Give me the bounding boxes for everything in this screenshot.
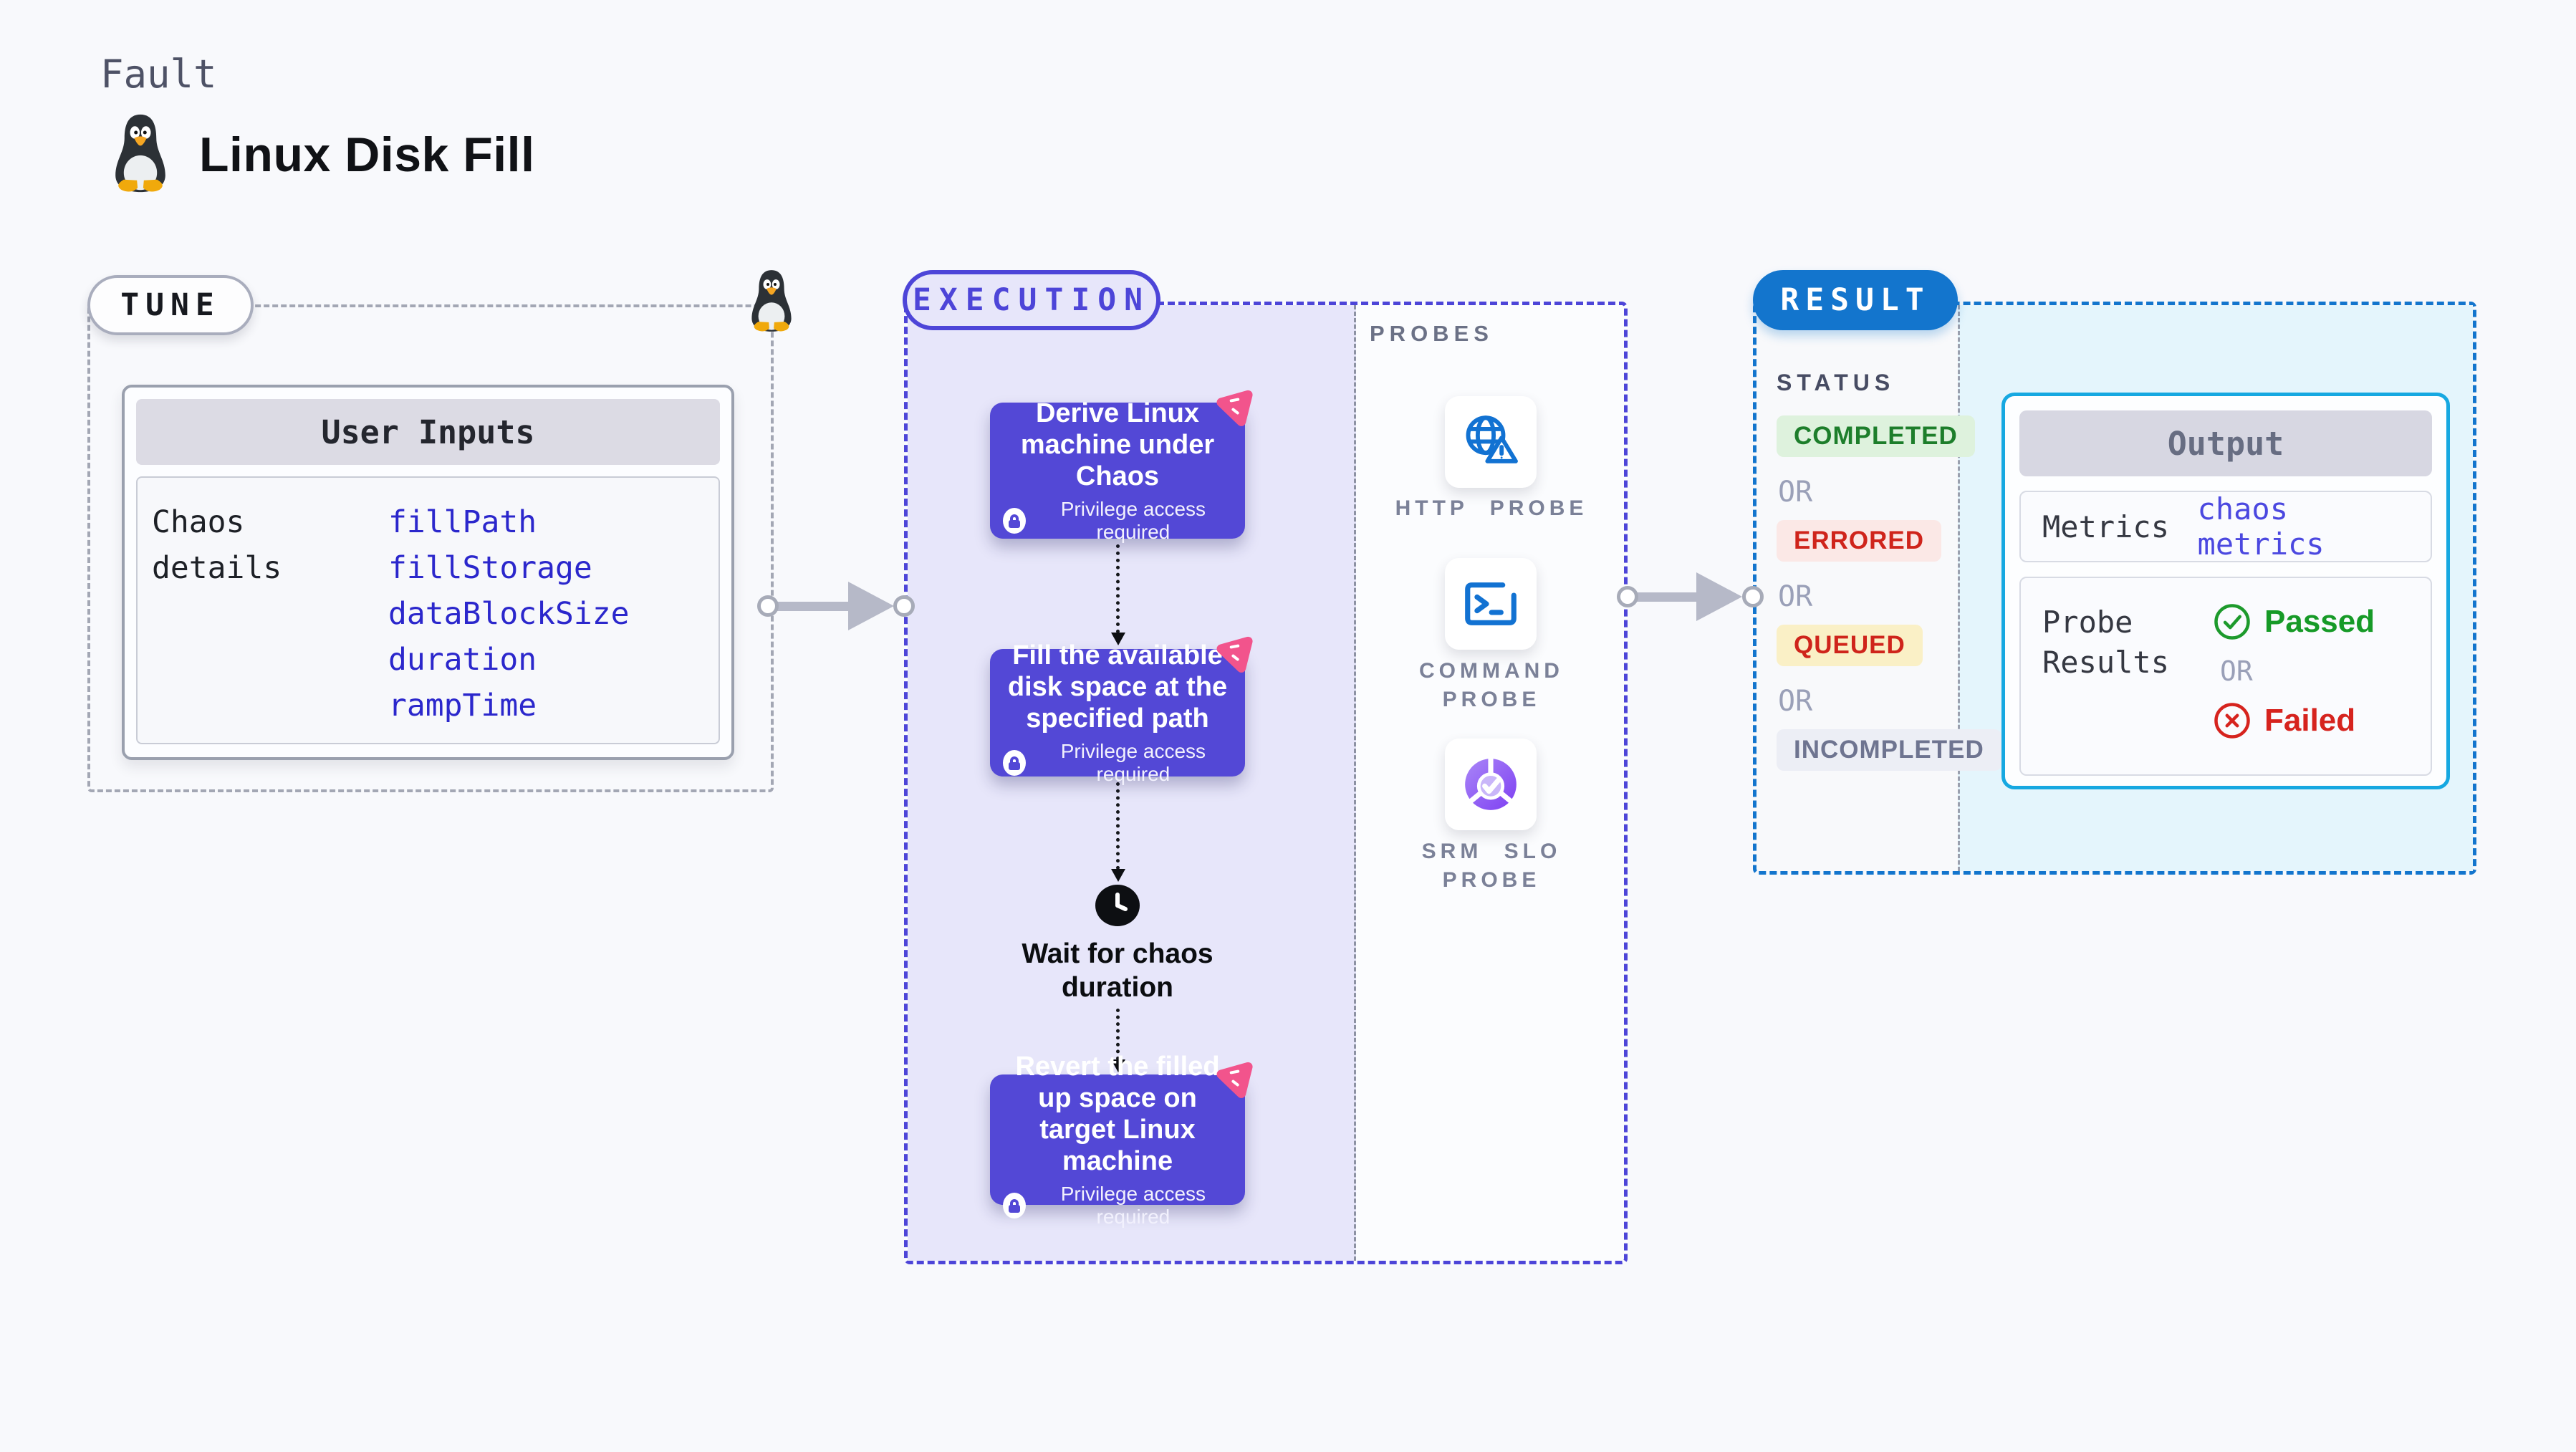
metrics-row: Metrics chaos metrics	[2019, 491, 2432, 562]
chaos-pink-icon	[1211, 383, 1256, 428]
or-label: OR	[2220, 655, 2253, 687]
dotted-connector	[1111, 1009, 1125, 1072]
status-badge-queued: QUEUED	[1777, 625, 1923, 666]
connector-dot	[893, 595, 915, 617]
privilege-badge: Privilege access required	[1003, 498, 1232, 544]
status-badge-completed: COMPLETED	[1777, 415, 1975, 457]
chaos-step-fill: Fill the available disk space at the spe…	[990, 640, 1245, 785]
connector-dot	[757, 595, 779, 617]
srm-slo-probe-label: SRM SLO PROBE	[1421, 840, 1562, 892]
chaos-input-fillstorage: fillStorage	[388, 550, 592, 586]
result-pill: RESULT	[1753, 270, 1958, 330]
chaos-details-label: Chaos details	[152, 504, 282, 586]
or-label: OR	[1778, 580, 1813, 613]
privilege-badge: Privilege access required	[1003, 740, 1232, 786]
user-inputs-card: User Inputs Chaos details fillPath fillS…	[122, 385, 734, 760]
or-label: OR	[1778, 685, 1813, 718]
probe-results-row: Probe Results Passed OR Failed	[2019, 577, 2432, 776]
privilege-label: Privilege access required	[1060, 740, 1206, 785]
chaos-input-ramptime: rampTime	[388, 688, 537, 723]
metrics-value: chaos metrics	[2197, 491, 2325, 562]
lock-icon	[1003, 508, 1026, 534]
failed-row: Failed	[2213, 701, 2375, 740]
fault-kicker: Fault	[100, 52, 217, 97]
check-circle-icon	[2213, 602, 2251, 641]
http-probe-label: HTTP PROBE	[1395, 496, 1588, 520]
flow-arrowhead	[1696, 572, 1742, 621]
probes-title: PROBES	[1370, 321, 1494, 346]
chaos-pink-icon	[1211, 629, 1256, 675]
connector-dot	[1742, 586, 1764, 607]
chaos-step-derive: Derive Linux machine under Chaos Privile…	[990, 398, 1245, 543]
user-inputs-title: User Inputs	[136, 399, 720, 465]
tune-section	[87, 304, 774, 792]
privilege-label: Privilege access required	[1060, 1183, 1206, 1228]
chaos-inputs-list: fillPath fillStorage dataBlockSize durat…	[388, 499, 630, 743]
flow-arrowhead	[848, 582, 894, 630]
dotted-connector	[1111, 544, 1125, 645]
output-title: Output	[2019, 410, 2432, 476]
connector-dot	[1617, 586, 1638, 607]
passed-label: Passed	[2264, 604, 2375, 639]
flow-arrow-tune-execution	[768, 602, 852, 611]
passed-row: Passed	[2213, 602, 2375, 641]
metrics-label: Metrics	[2042, 509, 2170, 544]
privilege-badge: Privilege access required	[1003, 1183, 1232, 1229]
dotted-connector	[1111, 782, 1125, 882]
chaos-input-fillpath: fillPath	[388, 504, 537, 540]
lock-icon	[1003, 750, 1026, 776]
command-probe-card	[1445, 558, 1537, 650]
chaos-step-title: Fill the available disk space at the spe…	[1007, 640, 1228, 734]
status-badge-incompleted: INCOMPLETED	[1777, 729, 2001, 771]
http-probe-card	[1445, 396, 1537, 488]
failed-label: Failed	[2264, 703, 2356, 738]
privilege-label: Privilege access required	[1060, 498, 1206, 543]
page-title: Linux Disk Fill	[199, 128, 535, 182]
user-inputs-body: Chaos details fillPath fillStorage dataB…	[136, 476, 720, 744]
command-probe-label: COMMAND PROBE	[1419, 659, 1564, 711]
status-badge-errored: ERRORED	[1777, 520, 1942, 562]
linux-tux-icon	[105, 112, 176, 195]
flow-arrow-probes-result	[1628, 592, 1699, 602]
status-title: STATUS	[1777, 370, 1895, 395]
output-card: Output Metrics chaos metrics Probe Resul…	[2001, 393, 2450, 789]
srm-slo-probe-card	[1445, 739, 1537, 830]
wait-duration-label: Wait for chaos duration	[1022, 938, 1213, 1003]
chaos-input-duration: duration	[388, 642, 537, 678]
chaos-step-title: Revert the filled up space on target Lin…	[1015, 1052, 1220, 1176]
or-label: OR	[1778, 476, 1813, 509]
tune-pill: TUNE	[87, 275, 254, 335]
clock-icon	[1095, 884, 1140, 927]
chaos-step-revert: Revert the filled up space on target Lin…	[990, 1052, 1245, 1228]
execution-pill: EXECUTION	[903, 270, 1160, 330]
x-circle-icon	[2213, 701, 2251, 740]
command-probe-icon	[1460, 578, 1522, 630]
chaos-pink-icon	[1211, 1054, 1256, 1100]
chaos-input-datablocksize: dataBlockSize	[388, 596, 630, 632]
probe-results-values: Passed OR Failed	[2213, 602, 2375, 774]
srm-slo-probe-icon	[1460, 754, 1522, 815]
chaos-step-title: Derive Linux machine under Chaos	[1020, 398, 1215, 491]
http-probe-icon	[1461, 412, 1521, 472]
lock-icon	[1003, 1193, 1026, 1218]
linux-tux-small-icon	[744, 268, 799, 334]
probe-results-label: Probe Results	[2042, 605, 2170, 680]
